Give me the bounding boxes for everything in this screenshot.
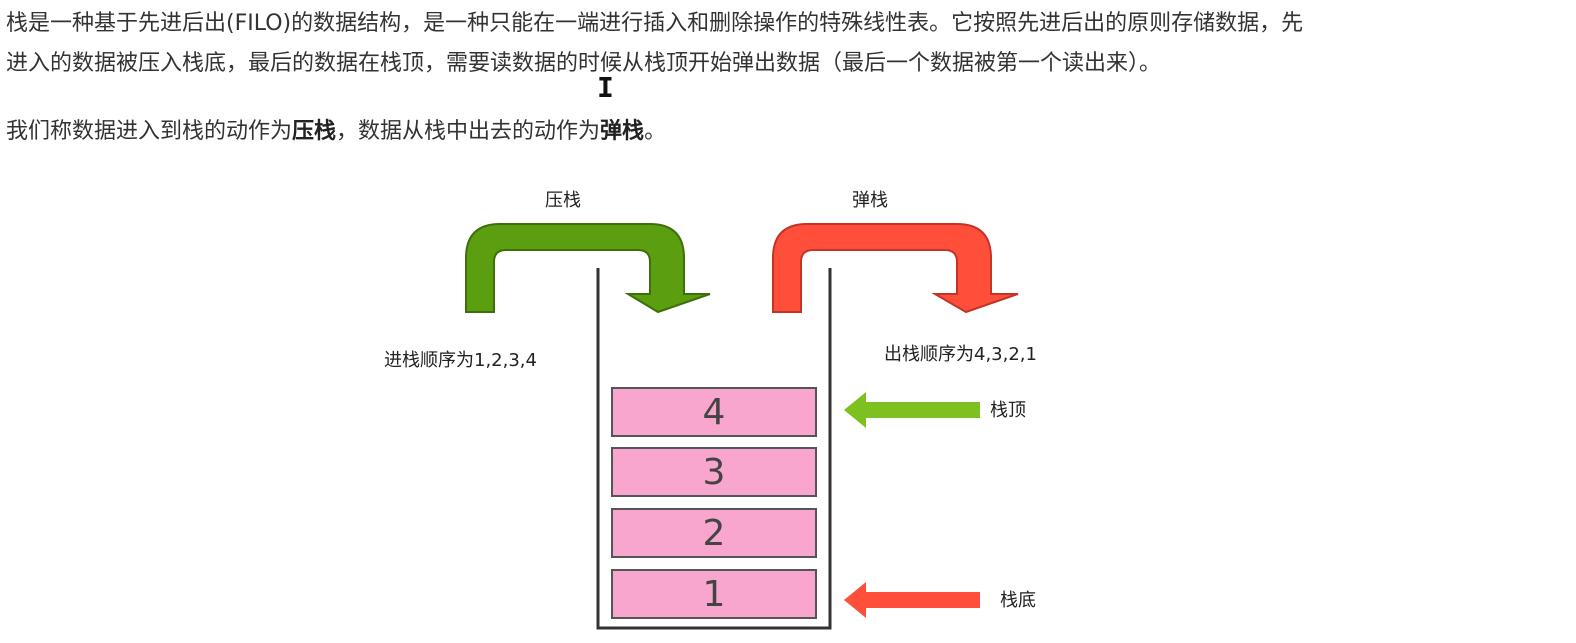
paragraph-definition: 我们称数据进入到栈的动作为压栈，数据从栈中出去的动作为弹栈。 bbox=[6, 112, 1566, 152]
push-label: 压栈 bbox=[545, 190, 581, 211]
stack-block: 1 bbox=[611, 569, 817, 619]
push-arrow-icon bbox=[465, 223, 711, 314]
stack-block: 3 bbox=[611, 447, 817, 497]
stack-bottom-label: 栈底 bbox=[1000, 590, 1036, 611]
top-arrow-icon bbox=[844, 392, 980, 428]
paragraph-intro: 栈是一种基于先进后出(FILO)的数据结构，是一种只能在一端进行插入和删除操作的… bbox=[6, 4, 1566, 84]
stack-top-label: 栈顶 bbox=[990, 400, 1026, 421]
pop-label: 弹栈 bbox=[852, 190, 888, 211]
definition-middle: ，数据从栈中出去的动作为 bbox=[336, 119, 601, 144]
bottom-arrow-icon bbox=[844, 582, 980, 618]
term-push: 压栈 bbox=[292, 119, 337, 144]
pop-order-label: 出栈顺序为4,3,2,1 bbox=[884, 344, 1037, 365]
definition-suffix: 。 bbox=[644, 119, 667, 144]
definition-prefix: 我们称数据进入到栈的动作为 bbox=[6, 119, 293, 144]
push-order-label: 进栈顺序为1,2,3,4 bbox=[384, 350, 537, 371]
stack-block: 2 bbox=[611, 508, 817, 558]
text-cursor-icon: I bbox=[597, 71, 614, 104]
pop-arrow-icon bbox=[772, 223, 1019, 314]
paragraph-intro-line1: 栈是一种基于先进后出(FILO)的数据结构，是一种只能在一端进行插入和删除操作的… bbox=[6, 11, 1304, 36]
term-pop: 弹栈 bbox=[600, 119, 645, 144]
stack-container bbox=[596, 268, 832, 630]
paragraph-intro-line2: 进入的数据被压入栈底，最后的数据在栈顶，需要读数据的时候从栈顶开始弹出数据（最后… bbox=[6, 51, 1162, 76]
stack-block: 4 bbox=[611, 387, 817, 437]
